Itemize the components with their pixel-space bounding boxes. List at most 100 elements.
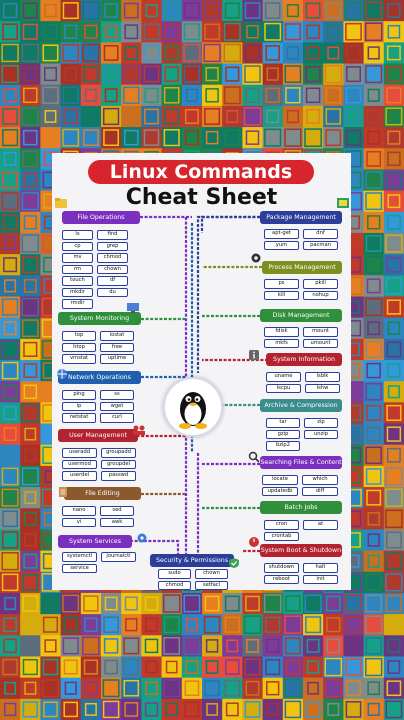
mosaic-tile <box>101 105 122 128</box>
mosaic-tile <box>161 592 183 615</box>
mosaic-tile-frame <box>226 639 239 653</box>
mosaic-tile-frame <box>387 194 401 209</box>
mosaic-tile <box>282 614 304 636</box>
command-chip: systemctl <box>62 552 97 562</box>
command-chip: pkill <box>303 279 338 289</box>
mosaic-tile-frame <box>3 617 17 632</box>
mosaic-tile <box>363 677 385 700</box>
mosaic-tile <box>383 656 404 679</box>
mosaic-tile <box>40 84 62 107</box>
mosaic-tile <box>80 21 102 43</box>
command-chip: wget <box>100 401 134 411</box>
command-chip: sudo <box>158 569 191 579</box>
mosaic-tile-frame <box>387 660 401 674</box>
mosaic-tile <box>121 21 142 43</box>
command-chip: lshw <box>305 383 340 393</box>
mosaic-tile <box>363 338 385 361</box>
mosaic-tile-frame <box>102 679 120 698</box>
mosaic-tile <box>383 105 404 128</box>
mosaic-tile-frame <box>62 637 79 655</box>
mosaic-tile-frame <box>266 67 279 81</box>
mosaic-tile-frame <box>3 427 17 442</box>
mosaic-tile <box>0 698 21 720</box>
mosaic-tile-frame <box>143 65 160 83</box>
command-chip: rmdir <box>62 299 93 309</box>
mosaic-tile <box>383 402 404 425</box>
mosaic-tile-frame <box>63 108 78 125</box>
mosaic-tile-frame <box>103 45 119 61</box>
mosaic-tile-frame <box>24 618 37 632</box>
mosaic-tile-frame <box>385 700 403 719</box>
mosaic-tile-frame <box>44 110 57 123</box>
command-chip: gzip <box>266 429 300 439</box>
section-header-user-management: User Management <box>58 429 138 442</box>
mosaic-tile-frame <box>365 255 383 274</box>
mosaic-tile-frame <box>367 88 380 102</box>
commands-system-boot-shutdown: shutdown halt reboot init <box>264 563 338 584</box>
mosaic-tile-frame <box>305 701 321 718</box>
command-chip: yum <box>264 240 299 250</box>
command-chip: nohup <box>303 290 338 300</box>
mosaic-tile-frame <box>143 23 160 41</box>
mosaic-tile-frame <box>307 681 319 695</box>
mosaic-tile-frame <box>366 278 381 294</box>
mosaic-tile <box>202 63 223 86</box>
mosaic-tile-frame <box>164 66 180 82</box>
mosaic-tile-frame <box>144 87 159 103</box>
mosaic-tile-frame <box>306 660 320 674</box>
mosaic-tile-frame <box>124 702 139 717</box>
mosaic-tile <box>242 677 264 700</box>
mosaic-tile <box>80 635 102 657</box>
commands-disk-management: fdisk mount mkfs umount <box>264 327 338 348</box>
mosaic-tile-frame <box>265 659 281 676</box>
command-chip: userdel <box>62 471 97 481</box>
mosaic-tile <box>363 550 385 573</box>
mosaic-tile-frame <box>24 491 37 505</box>
mosaic-tile <box>383 592 404 615</box>
mosaic-tile-frame <box>1 573 19 592</box>
mosaic-tile <box>0 21 21 43</box>
mosaic-tile-frame <box>4 279 17 293</box>
mosaic-tile <box>363 296 385 319</box>
mosaic-tile <box>282 656 304 679</box>
mosaic-tile <box>282 84 304 107</box>
mosaic-tile-frame <box>64 24 78 39</box>
mosaic-tile-frame <box>1 361 19 380</box>
command-chip: touch <box>62 276 93 286</box>
mosaic-tile <box>0 508 21 530</box>
command-chip: sed <box>100 506 134 516</box>
mosaic-tile <box>262 614 284 636</box>
mosaic-tile <box>80 63 102 86</box>
mosaic-tile <box>202 614 223 636</box>
mosaic-tile-frame <box>23 363 38 378</box>
mosaic-tile-frame <box>23 129 38 146</box>
mosaic-tile-frame <box>365 65 383 84</box>
command-chip: chmod <box>158 580 191 590</box>
mosaic-tile-frame <box>24 681 37 695</box>
mosaic-tile <box>343 105 365 128</box>
mosaic-tile-frame <box>367 512 380 526</box>
mosaic-tile <box>343 614 365 636</box>
command-chip: mount <box>303 327 338 337</box>
mosaic-tile <box>323 84 344 107</box>
mosaic-tile <box>363 211 385 234</box>
mosaic-tile-frame <box>365 340 382 359</box>
mosaic-tile-frame <box>23 279 37 293</box>
mosaic-tile-frame <box>325 87 341 104</box>
mosaic-tile <box>0 105 21 128</box>
mosaic-tile-frame <box>386 45 401 61</box>
mosaic-tile-frame <box>22 658 38 676</box>
mosaic-tile <box>0 0 21 22</box>
mosaic-tile <box>20 508 41 530</box>
mosaic-tile-frame <box>223 43 242 63</box>
mosaic-tile-frame <box>164 2 180 19</box>
mosaic-tile <box>0 211 21 234</box>
mosaic-tile <box>202 656 223 679</box>
mosaic-tile <box>363 529 385 552</box>
mosaic-tile-frame <box>285 87 301 104</box>
mosaic-tile <box>60 127 82 149</box>
mosaic-tile-frame <box>244 44 261 62</box>
mosaic-tile-frame <box>22 701 38 718</box>
mosaic-tile <box>323 614 344 636</box>
mosaic-tile-frame <box>3 384 18 400</box>
